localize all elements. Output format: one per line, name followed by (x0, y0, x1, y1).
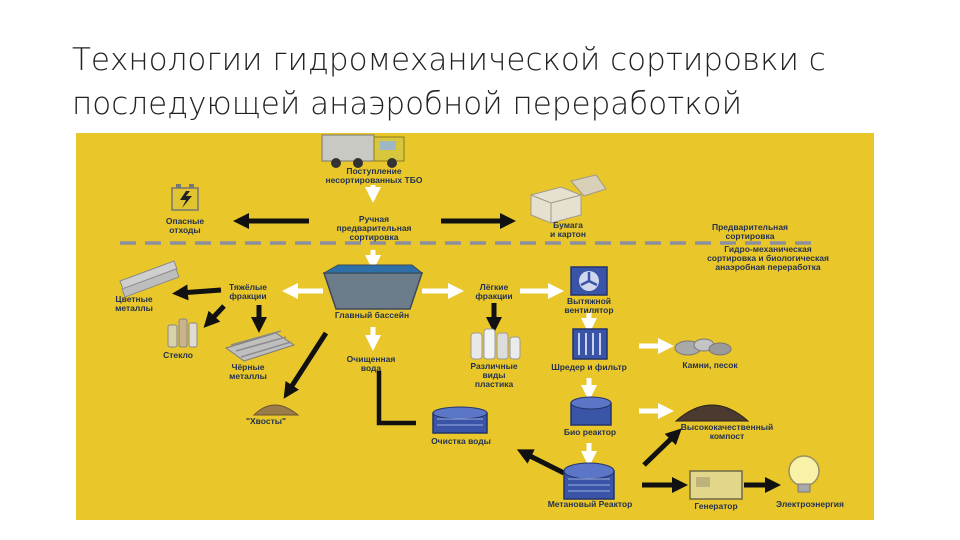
arrow-basin-to-tails (283, 331, 329, 399)
arrow-methane-to-water-cleaning (516, 449, 566, 476)
bioreactor-icon (570, 396, 612, 426)
label-water-cleaning: Очистка воды (431, 436, 491, 446)
rebar-icon (224, 330, 296, 362)
diagram-canvas (119, 134, 820, 500)
fan-icon (570, 266, 608, 296)
slide-title: Технологии гидромеханической сортировки … (72, 42, 826, 122)
label-hazardous: Опасные отходы (165, 216, 205, 235)
label-main-basin: Главный бассейн (334, 310, 410, 320)
label-intake: Поступление несортированных ТБО (325, 166, 423, 185)
label-hydromech: Гидро-механическая сортировка и биологич… (707, 244, 829, 272)
compost-icon (674, 404, 750, 422)
white-arrows (281, 185, 675, 468)
methane-reactor-icon (563, 462, 615, 500)
label-presort: Предварительная сортировка (711, 222, 789, 241)
label-light: Лёгкие фракции (475, 282, 513, 301)
process-diagram: Поступление несортированных ТБО Опасные … (76, 133, 874, 520)
label-cleaned-water: Очищенная вода (346, 354, 396, 373)
label-compost: Высококачественный компост (680, 422, 774, 441)
basin-icon (322, 264, 424, 310)
truck-icon (321, 134, 405, 168)
label-plastics: Различные виды пластика (470, 361, 518, 389)
label-fan: Вытяжной вентилятор (564, 296, 614, 315)
label-generator: Генератор (694, 501, 738, 511)
label-shredder: Шредер и фильтр (551, 362, 627, 372)
battery-icon (171, 184, 199, 211)
arrow-methane-to-compost (642, 428, 682, 467)
label-glass: Стекло (163, 350, 193, 360)
label-methane-reactor: Метановый Реактор (547, 499, 633, 509)
label-nonferrous: Цветные металлы (115, 294, 153, 313)
black-arrows (172, 212, 782, 494)
label-electricity: Электроэнергия (775, 499, 844, 509)
label-paper: Бумага и картон (549, 220, 587, 239)
label-tails: "Хвосты" (245, 416, 287, 426)
pipes-icon (119, 260, 180, 298)
dirt-pile-icon (252, 404, 300, 416)
bottles-icon (167, 318, 198, 348)
arrow-heavy-to-glass (203, 304, 226, 328)
arrow-heavy-to-nonferrous (172, 284, 222, 301)
stones-icon (674, 338, 732, 356)
shredder-icon (572, 328, 608, 360)
plastic-bottles-icon (470, 328, 521, 360)
label-ferrous: Чёрные металлы (229, 362, 267, 381)
return-water-line (376, 371, 416, 426)
label-manual: Ручная предварительная сортировка (336, 214, 412, 242)
lightbulb-icon (788, 455, 820, 493)
generator-icon (689, 470, 743, 500)
label-bioreactor: Био реактор (563, 427, 617, 437)
label-heavy: Тяжёлые фракции (228, 282, 268, 301)
paper-boxes-icon (530, 174, 607, 224)
label-stones: Камни, песок (682, 360, 738, 370)
water-tank-icon (432, 406, 488, 434)
